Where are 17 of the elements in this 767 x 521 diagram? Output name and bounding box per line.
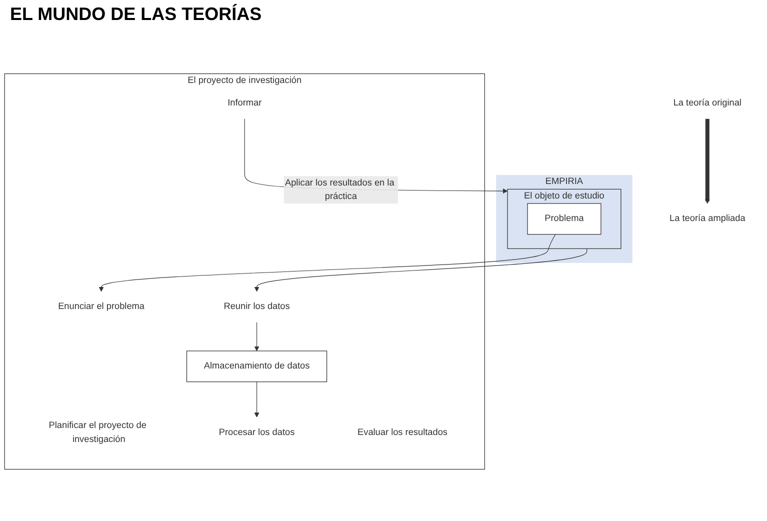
arrow	[98, 234, 556, 292]
node-text: Planificar el proyecto de investigación	[48, 420, 146, 444]
node-text: La teoría ampliada	[670, 214, 746, 224]
heading-text: EL MUNDO DE LAS TEORÍAS	[10, 4, 262, 24]
node-box: Problema	[527, 203, 602, 235]
node-text: La teoría original	[673, 98, 742, 108]
node-text: Procesar los datos	[218, 428, 295, 438]
node-text: Evaluar los resultados	[358, 428, 448, 438]
node-text: Enunciar el problema	[58, 302, 145, 312]
arrow	[704, 118, 710, 204]
node-text: Informar	[228, 98, 262, 108]
edge-label: Aplicar los resultados en la práctica	[284, 178, 394, 202]
node-box: Almacenamiento de datos	[186, 350, 328, 382]
node-text: Reunir los datos	[224, 302, 290, 312]
arrow	[254, 248, 588, 292]
arrow	[254, 322, 260, 352]
arrow	[254, 382, 260, 418]
